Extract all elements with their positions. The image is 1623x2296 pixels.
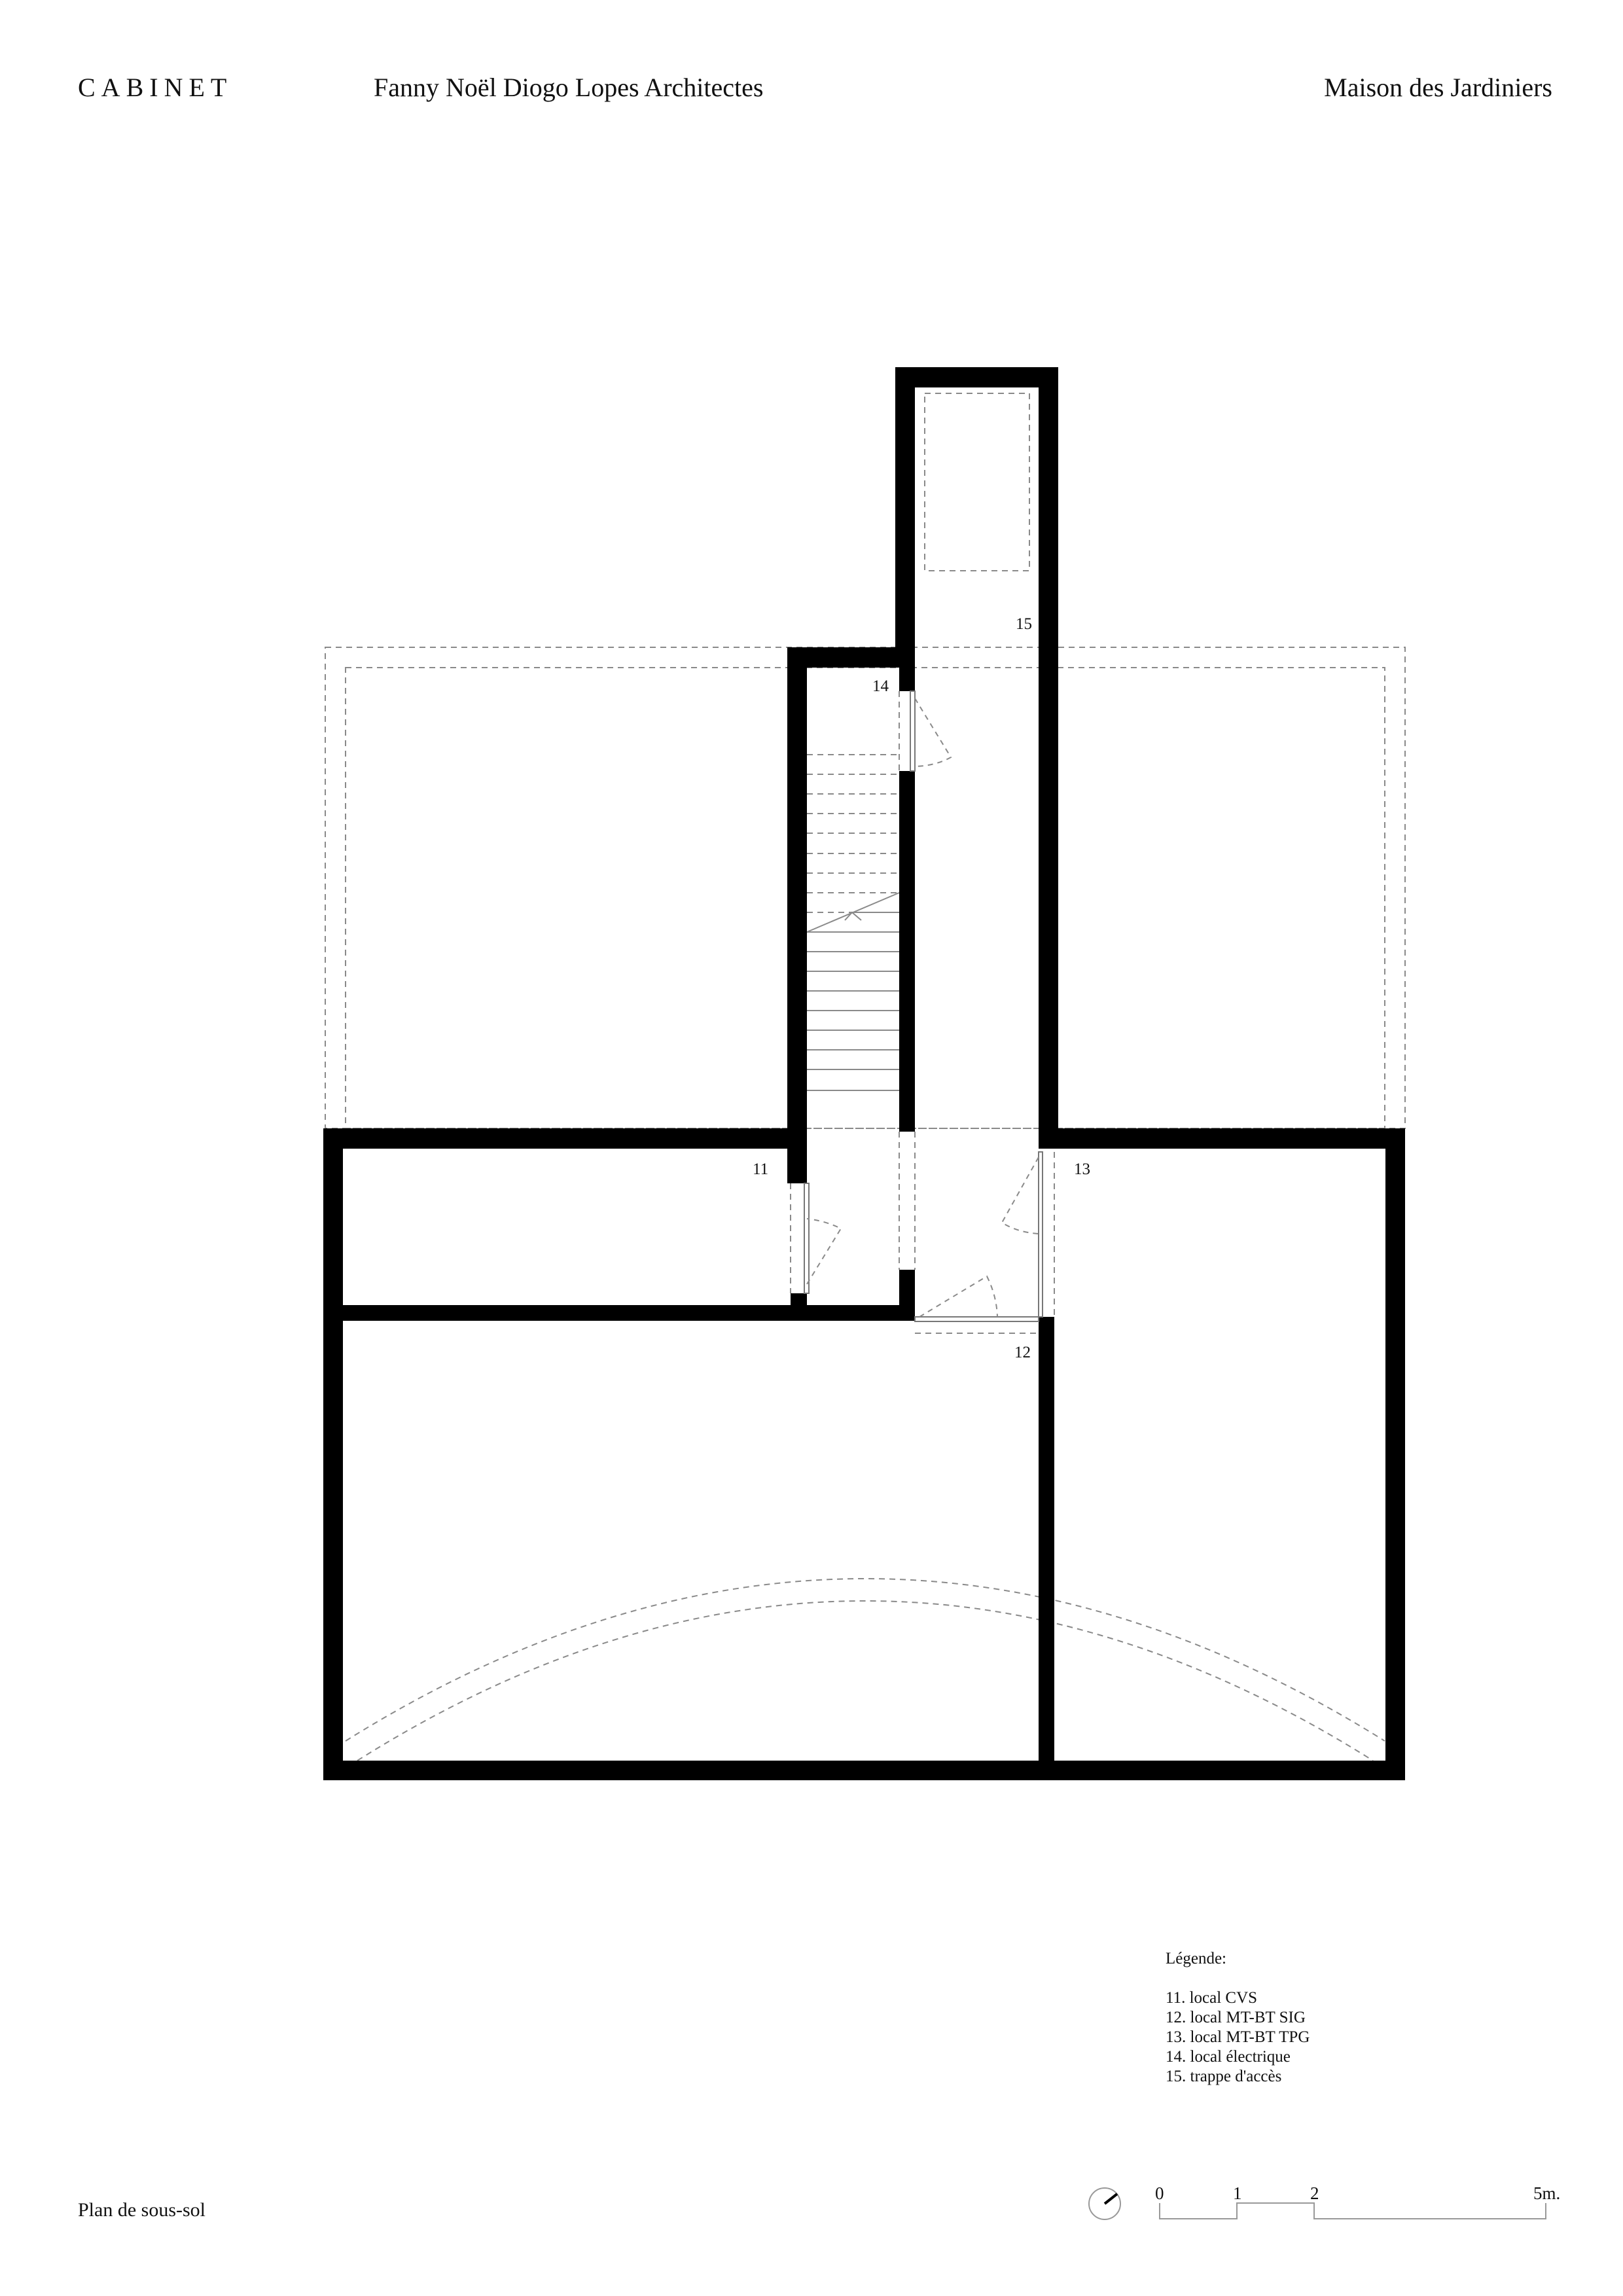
legend-title: Légende: <box>1166 1950 1227 1967</box>
vault-arc-upper <box>345 1578 1385 1742</box>
scale-label: 1 <box>1233 2183 1242 2203</box>
arrow-head-icon <box>844 911 862 921</box>
scale-bar <box>1159 2202 1546 2219</box>
outer-dashed-outline <box>325 647 1406 1129</box>
legend: Légende: 11. local CVS 12. local MT-BT S… <box>1166 1949 1310 2087</box>
staircase <box>806 754 900 1091</box>
door-swings <box>806 698 1039 1318</box>
room-label-11: 11 <box>753 1160 769 1178</box>
walls <box>323 367 1405 1780</box>
project-name: Maison des Jardiniers <box>1324 73 1552 102</box>
drawing-title: Plan de sous-sol <box>78 2199 205 2221</box>
north-arrow-icon <box>1088 2187 1121 2220</box>
access-hatch-outline <box>924 393 1030 571</box>
door-12 <box>914 1316 1039 1322</box>
office-name: CABINET <box>78 73 233 102</box>
doors <box>804 691 1043 1322</box>
upper-floor-outline <box>325 393 1406 1761</box>
legend-item: 13. local MT-BT TPG <box>1166 2028 1310 2046</box>
vault-arc-lower <box>357 1600 1374 1761</box>
scale-label: 2 <box>1310 2183 1319 2203</box>
room-label-15: 15 <box>1016 615 1032 633</box>
scale-label: 0 <box>1155 2183 1164 2203</box>
room-label-14: 14 <box>872 677 889 695</box>
legend-item: 15. trappe d'accès <box>1166 2068 1282 2085</box>
room-label-13: 13 <box>1074 1160 1090 1178</box>
door-11 <box>804 1183 810 1294</box>
door-14 <box>910 691 916 772</box>
legend-item: 12. local MT-BT SIG <box>1166 2009 1306 2026</box>
scale-label: 5m. <box>1533 2183 1561 2203</box>
legend-item: 14. local électrique <box>1166 2048 1291 2066</box>
legend-item: 11. local CVS <box>1166 1989 1258 2007</box>
door-13 <box>1038 1151 1043 1318</box>
room-label-12: 12 <box>1014 1344 1031 1361</box>
firm-name: Fanny Noël Diogo Lopes Architectes <box>374 73 764 102</box>
inner-dashed-outline <box>345 667 1385 1129</box>
